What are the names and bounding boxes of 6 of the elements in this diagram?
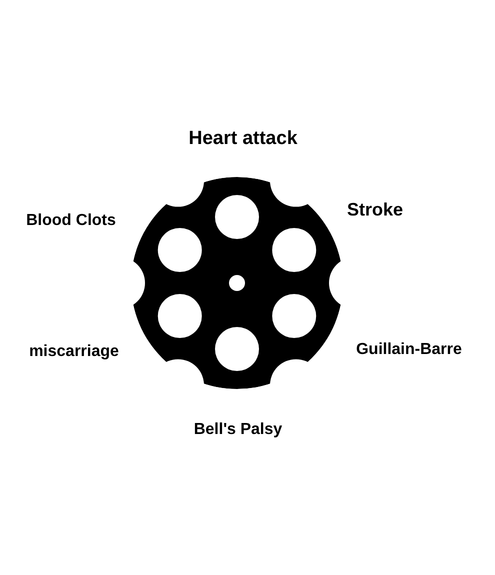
label: Guillain-Barre xyxy=(356,341,462,359)
label: Bell's Palsy xyxy=(194,421,282,439)
label: miscarriage xyxy=(29,343,119,361)
label: Heart attack xyxy=(188,128,298,150)
label: Blood Clots xyxy=(26,212,116,230)
label: Stroke xyxy=(346,200,404,220)
